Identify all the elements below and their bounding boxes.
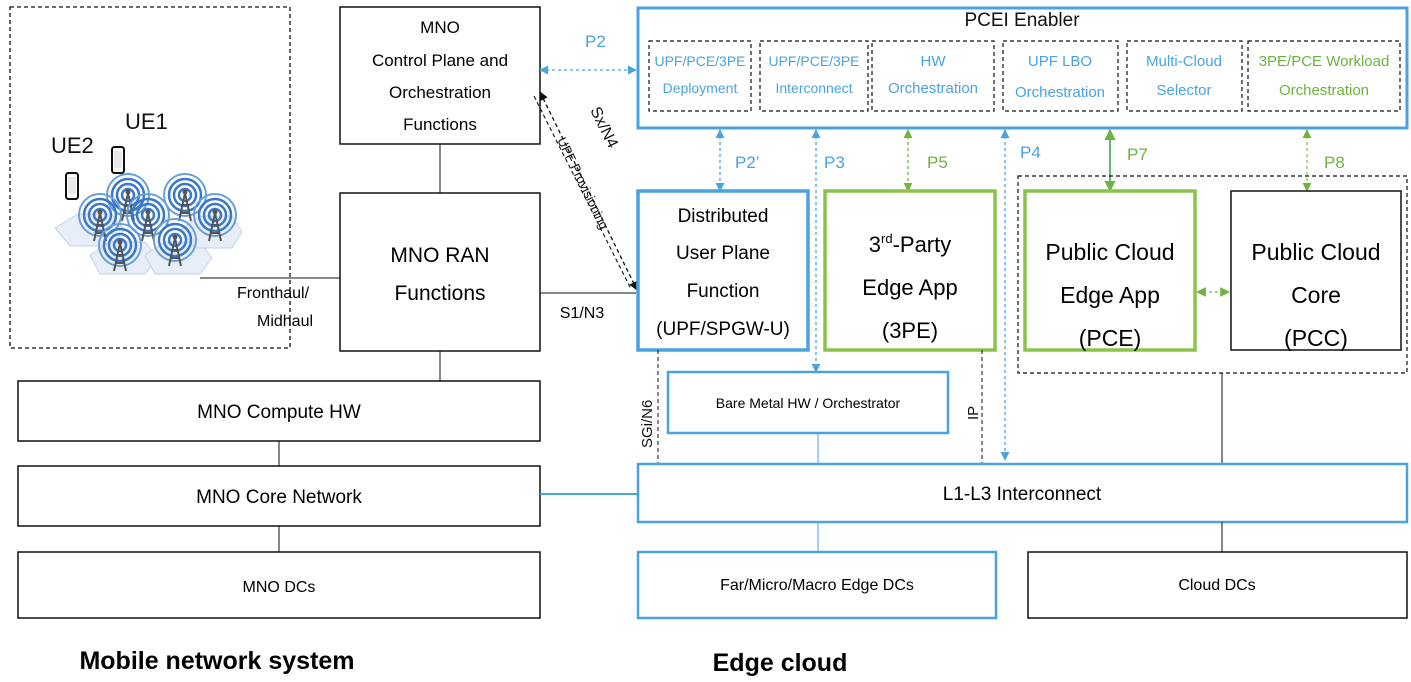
mno-control-line4: Functions <box>403 115 477 134</box>
sx-n4-link <box>539 91 638 291</box>
mno-compute-hw-box: MNO Compute HW <box>17 380 541 442</box>
p2-label: P2 <box>585 32 606 51</box>
ue1-label: UE1 <box>125 109 168 134</box>
p8-label: P8 <box>1324 153 1345 172</box>
pcc-line3: (PCC) <box>1284 325 1348 351</box>
sgi-n6-label: SGi/N6 <box>639 400 656 448</box>
ue2-phone-icon <box>65 172 79 200</box>
public-cloud-region <box>1017 175 1408 374</box>
third-party-edge-app-box: 3rd-Party Edge App (3PE) <box>823 189 997 352</box>
l1-l3-interconnect-box: L1-L3 Interconnect <box>636 462 1409 524</box>
ip-label: IP <box>965 406 982 420</box>
pcei-enabler-box: PCEI Enabler <box>636 6 1409 130</box>
pce-line3: (PCE) <box>1079 325 1142 351</box>
pcei-enabler-title: PCEI Enabler <box>964 10 1080 31</box>
pcei-module-deployment-line2: Deployment <box>663 80 738 96</box>
mno-core-network-label: MNO Core Network <box>196 487 362 508</box>
cloud-dcs-box: Cloud DCs <box>1027 551 1408 619</box>
tpe-line3: (3PE) <box>882 318 938 343</box>
interconnect-label: L1-L3 Interconnect <box>943 484 1102 505</box>
pce-line2: Edge App <box>1060 282 1160 308</box>
edge-dcs-box: Far/Micro/Macro Edge DCs <box>636 550 998 620</box>
p7-label: P7 <box>1127 145 1148 164</box>
pcei-module-interconnect: UPF/PCE/3PE Interconnect <box>759 40 869 112</box>
s1-n3-label: S1/N3 <box>560 305 605 322</box>
mno-control-line2: Control Plane and <box>372 51 508 70</box>
pcei-module-hw-orchestration: HW Orchestration <box>871 40 995 112</box>
mno-ran-line1: MNO RAN <box>390 244 489 267</box>
ue1-phone-icon <box>111 146 125 174</box>
pcei-module-upf-lbo: UPF LBO Orchestration <box>1002 40 1119 112</box>
upf-line1: Distributed <box>678 206 769 227</box>
public-cloud-edge-app-box: Public Cloud Edge App (PCE) <box>1023 189 1197 352</box>
mno-core-network-box: MNO Core Network <box>17 465 541 527</box>
tpe-line2: Edge App <box>862 275 957 300</box>
mno-control-plane-box: MNO Control Plane and Orchestration Func… <box>339 6 541 145</box>
pce-line1: Public Cloud <box>1045 239 1174 265</box>
pcei-module-interconnect-line1: UPF/PCE/3PE <box>768 53 859 69</box>
ue-coverage-area <box>9 6 291 349</box>
bare-metal-hw-box: Bare Metal HW / Orchestrator <box>666 370 950 435</box>
caption-mobile-network: Mobile network system <box>79 647 354 675</box>
pcei-module-deployment: UPF/PCE/3PE Deployment <box>648 40 752 112</box>
mno-control-line3: Orchestration <box>389 83 491 102</box>
public-cloud-core-box: Public Cloud Core (PCC) <box>1230 190 1402 351</box>
tpe-line1: 3rd-Party <box>869 231 952 257</box>
cloud-dcs-label: Cloud DCs <box>1178 577 1255 594</box>
mno-ran-box: MNO RAN Functions <box>339 192 541 352</box>
distributed-upf-box: Distributed User Plane Function (UPF/SPG… <box>636 189 810 352</box>
midhaul-label: Midhaul <box>257 313 313 330</box>
upf-line4: (UPF/SPGW-U) <box>656 319 790 340</box>
p4-label: P4 <box>1020 143 1041 162</box>
pcei-module-workload-line2: Orchestration <box>1279 82 1369 99</box>
caption-edge-cloud: Edge cloud <box>713 649 848 677</box>
pcei-module-deployment-line1: UPF/PCE/3PE <box>654 53 745 69</box>
pcc-line1: Public Cloud <box>1251 239 1380 265</box>
pcei-module-multicloud-line1: Multi-Cloud <box>1146 53 1222 70</box>
pcei-module-interconnect-line2: Interconnect <box>775 80 852 96</box>
upf-line3: Function <box>687 281 760 302</box>
pcei-module-upf-lbo-line2: Orchestration <box>1015 84 1105 101</box>
p3-label: P3 <box>824 153 845 172</box>
upf-line2: User Plane <box>676 243 770 264</box>
mno-compute-hw-label: MNO Compute HW <box>197 402 361 423</box>
mno-dcs-label: MNO DCs <box>243 579 316 596</box>
sx-n4-label: Sx/N4 <box>586 104 620 151</box>
pcei-module-multicloud-selector: Multi-Cloud Selector <box>1126 40 1243 112</box>
p2-prime-label: P2’ <box>735 153 760 172</box>
pcei-module-hw-line2: Orchestration <box>888 80 978 97</box>
pcei-module-upf-lbo-line1: UPF LBO <box>1028 53 1092 70</box>
pcei-module-hw-line1: HW <box>921 53 947 70</box>
p5-label: P5 <box>927 153 948 172</box>
mno-dcs-box: MNO DCs <box>17 551 541 619</box>
pcei-module-workload-orchestration: 3PE/PCE Workload Orchestration <box>1247 40 1401 112</box>
pcc-line2: Core <box>1291 282 1341 308</box>
pcei-module-multicloud-line2: Selector <box>1156 82 1211 99</box>
edge-dcs-label: Far/Micro/Macro Edge DCs <box>720 577 914 594</box>
mno-ran-line2: Functions <box>394 282 485 305</box>
cell-sites <box>54 172 243 275</box>
bare-metal-label: Bare Metal HW / Orchestrator <box>716 395 901 411</box>
pcei-module-workload-line1: 3PE/PCE Workload <box>1259 53 1390 70</box>
upf-provisioning-label: UPF Provisioning <box>554 135 612 232</box>
ue2-label: UE2 <box>51 133 94 158</box>
fronthaul-label: Fronthaul/ <box>237 285 310 302</box>
mno-control-line1: MNO <box>420 18 460 37</box>
